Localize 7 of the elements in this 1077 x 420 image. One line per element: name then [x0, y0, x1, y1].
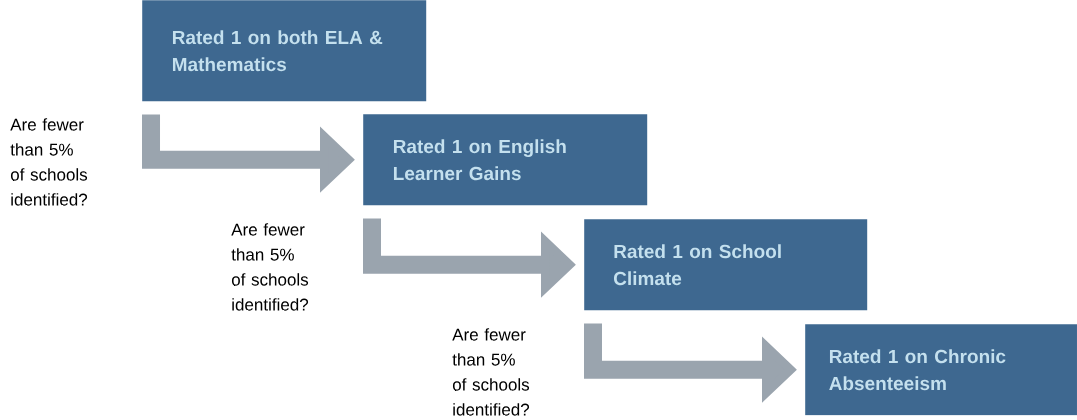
edge-label: Are fewer than 5% of schools identified?: [231, 223, 309, 311]
edge-label: Are fewer than 5% of schools identified?: [10, 118, 88, 206]
rating-box: Rated 1 on Chronic Absenteeism: [805, 324, 1077, 416]
rating-box: Rated 1 on English Learner Gains: [363, 114, 648, 206]
rating-box: Rated 1 on both ELA & Mathematics: [142, 0, 427, 102]
edge-label: Are fewer than 5% of schools identified?: [452, 328, 530, 416]
rating-box: Rated 1 on School Climate: [584, 219, 868, 311]
